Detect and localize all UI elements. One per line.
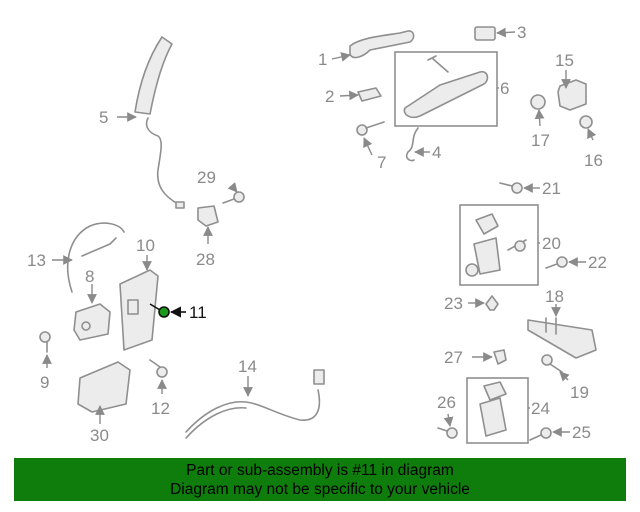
part-16-bolt: 16 <box>579 115 603 170</box>
callout-13: 13 <box>27 251 46 270</box>
callout-2: 2 <box>325 87 334 106</box>
callout-28: 28 <box>196 250 215 269</box>
banner-line-disclaimer: Diagram may not be specific to your vehi… <box>170 481 470 498</box>
callout-25: 25 <box>572 423 591 442</box>
callout-17: 17 <box>531 131 550 150</box>
part-28-bracket: 28 <box>196 205 219 269</box>
callout-10: 10 <box>136 236 155 255</box>
part-17-nut: 17 <box>530 94 550 150</box>
callout-18: 18 <box>545 287 564 306</box>
callout-3: 3 <box>517 23 526 42</box>
callout-12: 12 <box>151 399 170 418</box>
part-29-bolt: 29 <box>197 168 245 204</box>
callout-9: 9 <box>40 373 49 392</box>
callout-26: 26 <box>437 393 456 412</box>
part-7-bolt: 7 <box>356 121 386 172</box>
part-5-window-trim: 5 <box>99 36 185 209</box>
part-26-bolt: 26 <box>437 393 458 439</box>
part-21-bolt: 21 <box>499 179 561 198</box>
callout-16: 16 <box>584 151 603 170</box>
highlight-info-banner: Part or sub-assembly is #11 in diagram D… <box>14 458 626 501</box>
callout-29: 29 <box>197 168 216 187</box>
callout-7: 7 <box>377 153 386 172</box>
banner-line-part: Part or sub-assembly is #11 in diagram <box>186 462 454 479</box>
part-11-screw-highlighted: 11 <box>149 303 207 322</box>
part-19-bolt: 19 <box>541 354 589 402</box>
callout-15: 15 <box>555 51 574 70</box>
callout-21: 21 <box>542 179 561 198</box>
callout-11: 11 <box>189 303 207 322</box>
part-2-handle-cap: 2 <box>325 87 382 106</box>
callout-23: 23 <box>444 294 463 313</box>
callout-30: 30 <box>90 426 109 445</box>
callout-20: 20 <box>542 234 561 253</box>
part-4-rod: 4 <box>405 127 441 162</box>
part-14-cable: 14 <box>185 357 325 439</box>
part-18-door-check: 18 <box>527 287 597 359</box>
part-1-outside-handle: 1 <box>318 30 415 69</box>
part-23-clip: 23 <box>444 294 499 313</box>
callout-5: 5 <box>99 108 108 127</box>
callout-4: 4 <box>432 143 441 162</box>
part-10-latch-bracket: 10 <box>119 236 159 351</box>
callout-14: 14 <box>238 357 257 376</box>
callout-24: 24 <box>531 399 550 418</box>
part-3-cover: 3 <box>474 23 526 42</box>
callout-1: 1 <box>318 50 327 69</box>
part-27-grommet: 27 <box>444 348 507 367</box>
part-22-bolt: 22 <box>545 253 607 272</box>
part-13-cable: 13 <box>27 222 125 293</box>
callout-27: 27 <box>444 348 463 367</box>
part-24-hinge-assembly: 24 <box>466 377 550 444</box>
part-8-latch: 8 <box>73 267 111 341</box>
callout-19: 19 <box>570 383 589 402</box>
part-30-striker-plate: 30 <box>77 361 131 445</box>
callout-6: 6 <box>500 79 509 98</box>
part-12-screw: 12 <box>149 359 170 418</box>
exploded-parts-diagram: 1 2 3 6 4 7 15 17 <box>27 23 607 445</box>
part-20-check-assembly: 20 <box>459 204 561 286</box>
part-15-hinge: 15 <box>555 51 587 111</box>
part-9-bolt: 9 <box>39 331 52 392</box>
callout-8: 8 <box>85 267 94 286</box>
part-25-bolt: 25 <box>529 423 591 442</box>
part-6-handle-frame: 6 <box>394 51 509 127</box>
callout-22: 22 <box>588 253 607 272</box>
